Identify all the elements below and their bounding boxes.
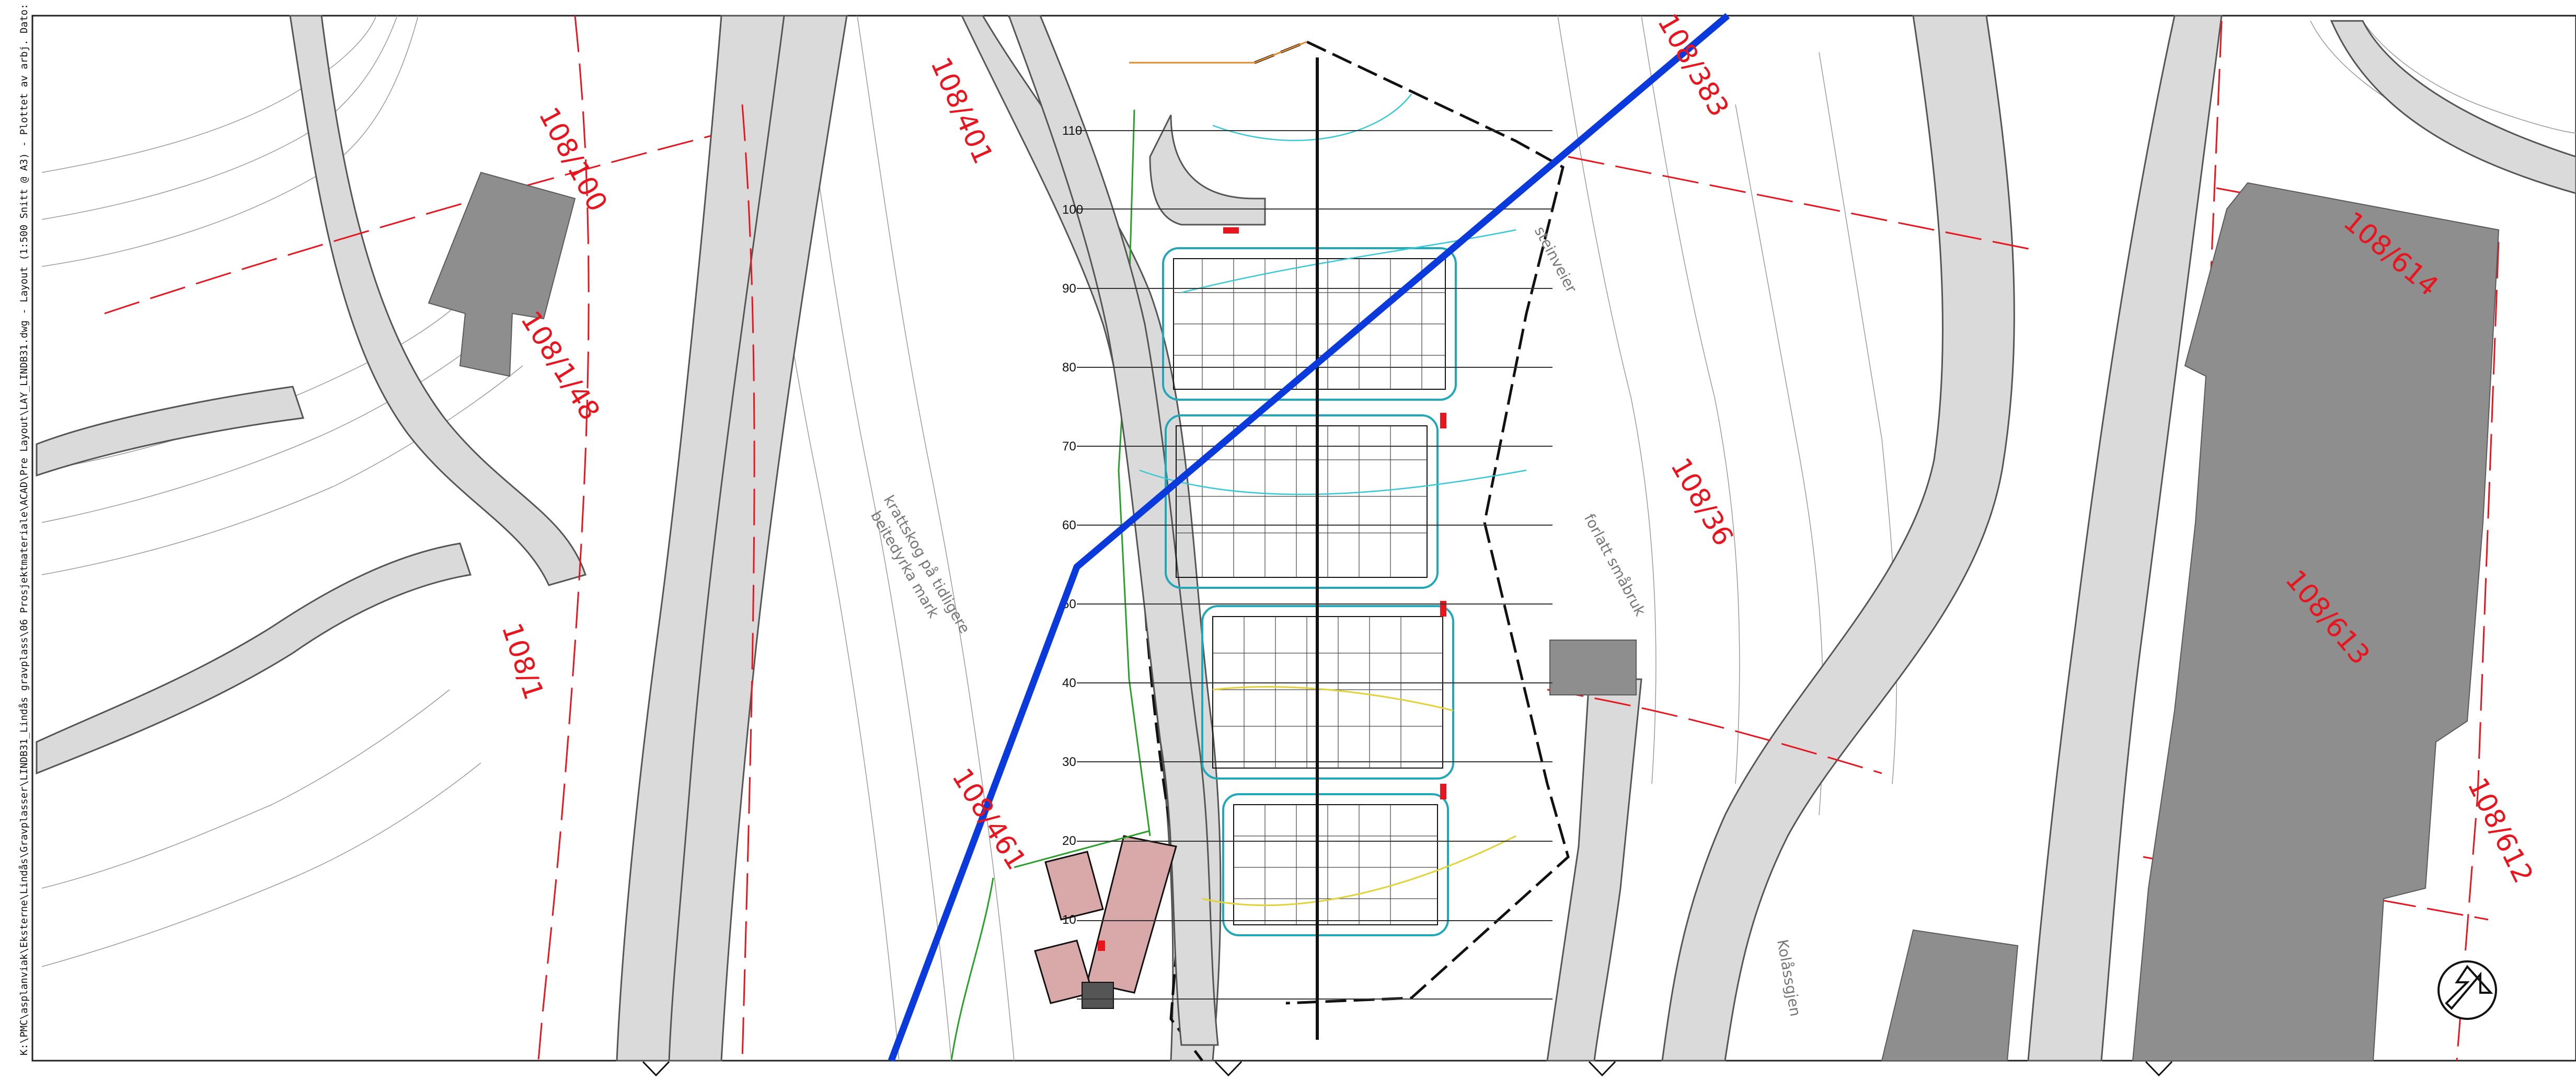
road-main-highway [616,15,848,1062]
building-small-east [1549,640,1637,695]
section-markers [642,1061,2173,1077]
grid-tick-label: 20 [1062,834,1076,848]
grid-tick-label: 80 [1062,361,1076,375]
section-line [888,13,1730,1062]
cemetery-site [950,15,1570,1062]
grid-tick-label: 70 [1062,439,1076,454]
grid-tick-label: 100 [1062,203,1083,217]
grid-tick-label: 90 [1062,282,1076,296]
building-lower-mid [1881,929,2019,1061]
drawing-path-info: K:\PMC\asplanviak\Eksterne\Lindås\Gravpl… [18,0,30,1055]
grave-field-1 [1162,247,1457,401]
grid-tick-label: 110 [1062,124,1082,138]
grid-tick-label: 30 [1062,755,1076,769]
terrain-contours [41,15,2576,1061]
building-108-100 [428,171,576,377]
grid-tick-label: 40 [1062,676,1076,690]
chapel-buildings [1034,227,1446,1009]
service-road [1007,15,1219,1046]
grave-field-4 [1222,793,1449,936]
grid-tick-label: 10 [1062,913,1076,927]
road-kolassvegen [2027,15,2223,1062]
grave-field-3 [1201,605,1454,780]
building-108-614 [2132,182,2500,1061]
road-east-curve [1661,15,2015,1062]
road-left-branch [36,386,305,477]
road-left-lower [36,542,472,775]
grave-field-2 [1165,414,1439,589]
road-left-curve [289,15,586,586]
north-arrow-icon [2437,960,2497,1020]
buildings [428,171,2500,1061]
section-grid [1077,57,1552,1040]
grid-tick-label: 60 [1062,518,1076,532]
